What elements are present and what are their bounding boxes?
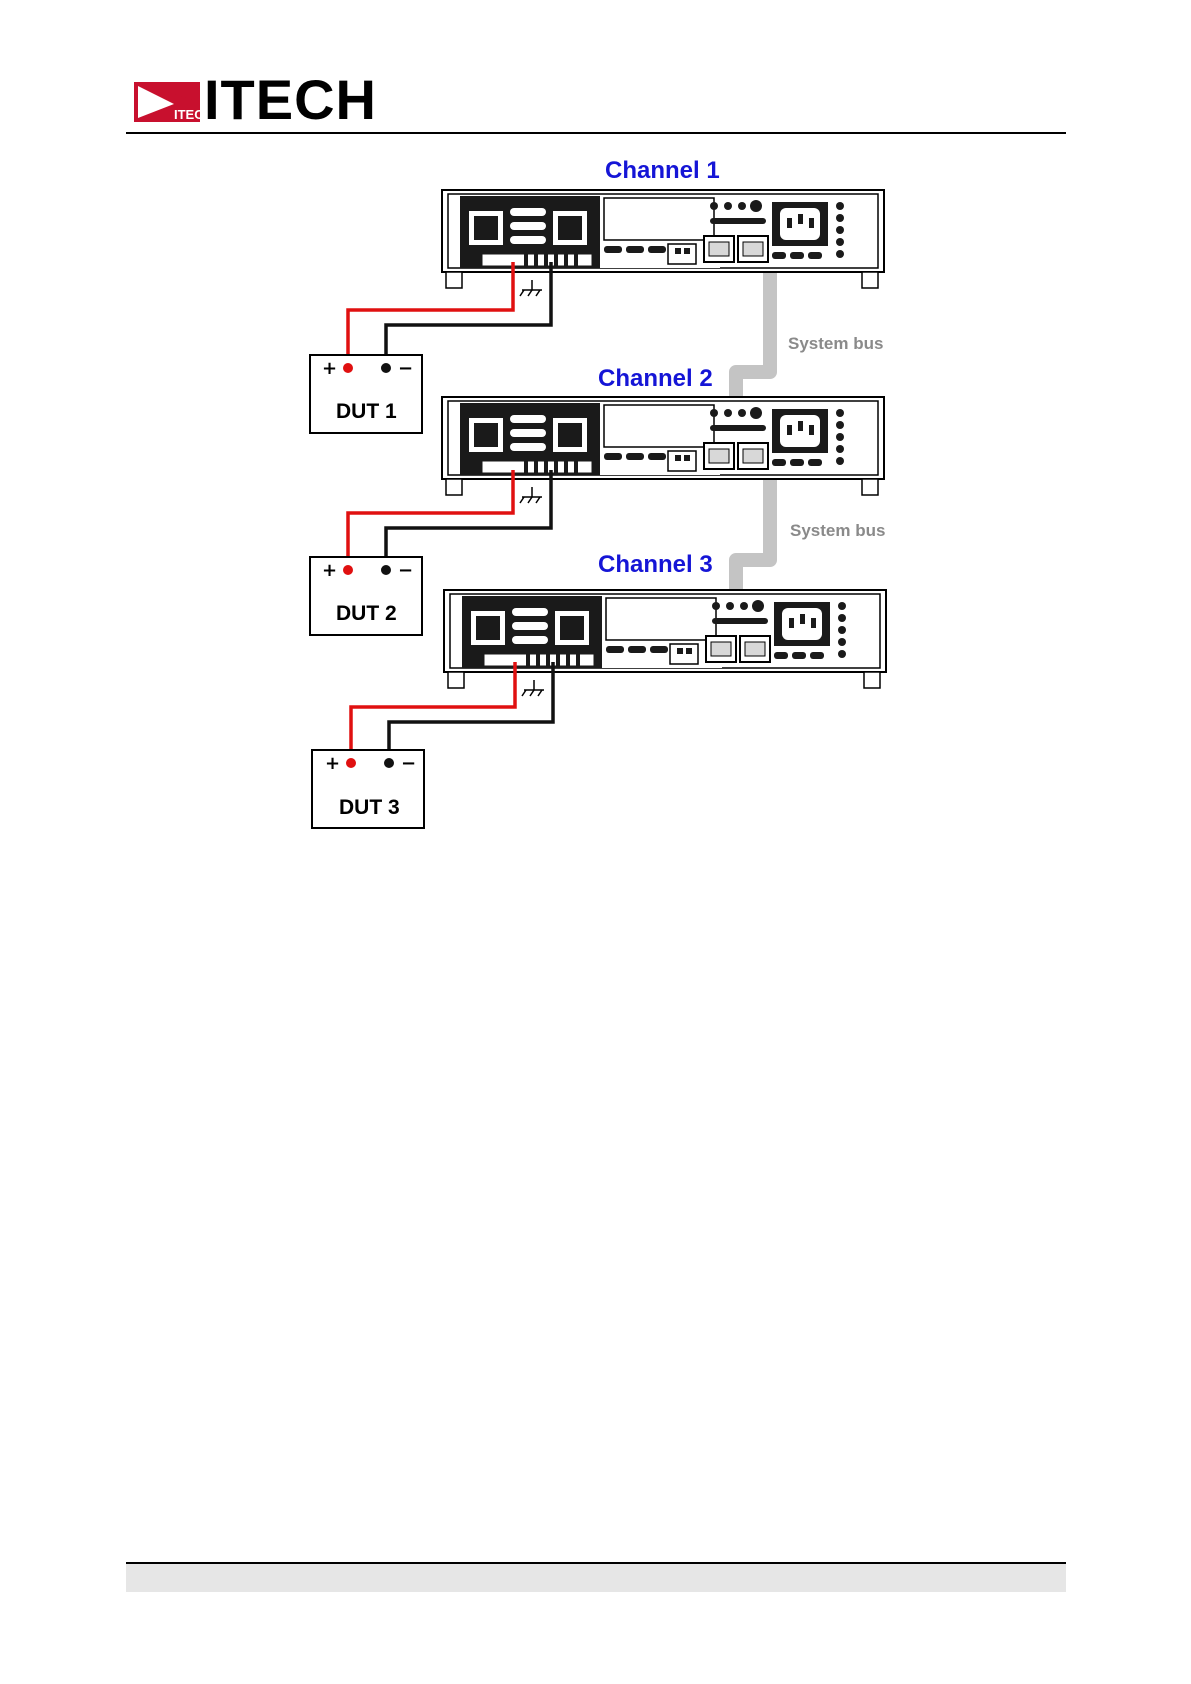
ground-icon (520, 280, 542, 296)
channel-3-title: Channel 3 (598, 551, 713, 578)
positive-wire-1 (348, 262, 513, 368)
footer-band (126, 1564, 1066, 1592)
channel-1-device (442, 190, 884, 288)
dut-2: + − DUT 2 (310, 557, 422, 635)
negative-wire-1 (386, 262, 551, 368)
dut-1: + − DUT 1 (310, 355, 422, 433)
dut-3-label: DUT 3 (339, 796, 400, 819)
positive-wire-2 (348, 470, 513, 570)
page-header: ITECH ITECH (0, 0, 1191, 140)
channel-1-title: Channel 1 (605, 157, 720, 184)
header-divider (126, 132, 1066, 134)
itech-logo-icon: ITECH (134, 82, 200, 122)
dut-3: + − DUT 3 (312, 750, 424, 828)
channel-2-title: Channel 2 (598, 365, 713, 392)
logo-badge-text: ITECH (174, 107, 200, 122)
system-bus-label-1: System bus (788, 334, 883, 353)
multi-channel-wiring-diagram: Channel 1 Channel 2 Channel 3 System bus… (0, 140, 1191, 840)
channel-3-device (444, 590, 886, 688)
dut-3-minus: − (401, 753, 416, 774)
negative-wire-2 (386, 470, 551, 570)
dut-2-plus: + (322, 560, 337, 581)
system-bus-label-2: System bus (790, 521, 885, 540)
dut-2-minus: − (398, 560, 413, 581)
dut-1-label: DUT 1 (336, 400, 397, 423)
dut-3-plus: + (325, 753, 340, 774)
dut-1-plus: + (322, 358, 337, 379)
channel-2-device (442, 397, 884, 495)
negative-wire-3 (389, 662, 553, 763)
ground-icon (520, 487, 542, 503)
ground-icon (522, 680, 544, 696)
positive-wire-3 (351, 662, 515, 763)
dut-2-label: DUT 2 (336, 602, 397, 625)
brand-name: ITECH (204, 68, 377, 132)
dut-1-minus: − (398, 358, 413, 379)
